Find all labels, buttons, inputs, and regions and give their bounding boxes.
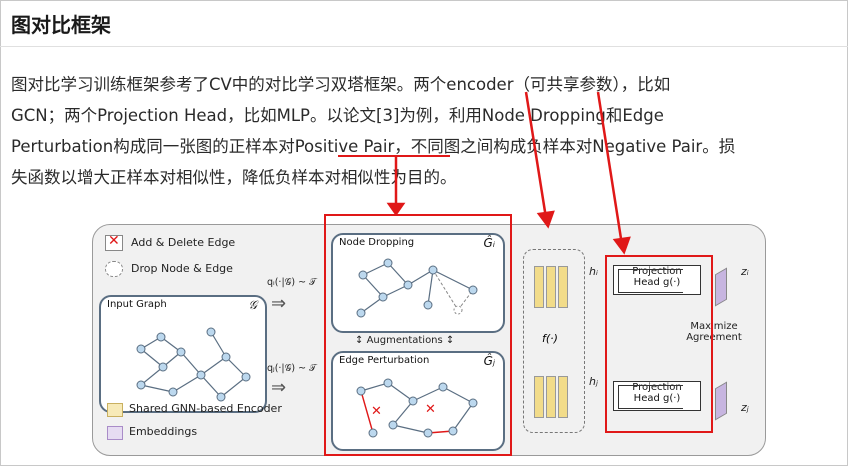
legend-embeddings: Embeddings [129,425,198,438]
input-graph-label: Input Graph [107,299,167,310]
positive-pair-underline [338,155,450,157]
encoder-label: f(·) [542,332,558,345]
embedding-zj [715,381,727,421]
arrow-right-icon: ⇒ [271,377,287,398]
encoder-layer [546,266,556,308]
edge-perturbation-label: Edge Perturbation [339,355,430,366]
arrow-right-icon: ⇒ [271,293,287,314]
hi-label: hᵢ [589,265,598,278]
zj-label: zⱼ [741,401,749,414]
augmentation-highlight [324,214,512,456]
paragraph-line-3: Perturbation构成同一张图的正样本对Positive Pair，不同图… [11,137,736,156]
svg-text:✕: ✕ [371,404,382,419]
legend-shared-encoder: Shared GNN-based Encoder [129,402,282,415]
embedding-zi [715,267,727,307]
embeddings-legend-swatch [107,426,123,440]
paragraph-line-2: GCN；两个Projection Head，比如MLP。以论文[3]为例，利用N… [11,106,664,125]
legend-add-delete-edge: Add & Delete Edge [131,236,236,249]
paragraph-line-4: 失函数以增大正样本对相似性，降低负样本对相似性为目的。 [11,168,457,187]
zi-label: zᵢ [741,265,749,278]
projection-head-highlight [605,255,713,433]
node-dropping-symbol: Ĝᵢ [483,236,495,250]
title-divider [0,46,848,47]
input-graph-symbol: 𝒢 [248,298,257,312]
encoder-layer [534,266,544,308]
input-graph-box: Input Graph 𝒢 [99,295,267,413]
red-cross-icon: ✕ [108,233,120,249]
add-edge-legend-swatch: ✕ [105,233,123,251]
node-dropping-box: Node Dropping Ĝᵢ [331,233,505,333]
node-dropping-label: Node Dropping [339,237,415,248]
hj-label: hⱼ [589,375,598,388]
section-title: 图对比框架 [11,13,111,37]
encoder-layer [558,266,568,308]
augmentations-label: ↕ Augmentations ↕ [355,335,455,346]
edge-perturbation-symbol: Ĝⱼ [483,354,495,368]
qj-sampling-label: qⱼ(·|𝒢) ~ 𝒯 [267,363,317,374]
legend-drop-node-edge: Drop Node & Edge [131,262,233,275]
encoder-layer [534,376,544,418]
svg-text:✕: ✕ [425,402,436,417]
input-graph-svg [136,327,251,402]
shared-encoder-region: f(·) [523,249,585,433]
edge-perturbation-graph-svg: ✕ ✕ [356,378,478,438]
encoder-layer [558,376,568,418]
paragraph-line-1: 图对比学习训练框架参考了CV中的对比学习双塔框架。两个encoder（可共享参数… [11,75,671,94]
node-dropping-graph-svg [356,258,478,318]
qi-sampling-label: qᵢ(·|𝒢) ~ 𝒯 [267,277,317,288]
edge-perturbation-box: Edge Perturbation Ĝⱼ ✕ ✕ [331,351,505,451]
drop-node-legend-swatch [105,261,123,277]
encoder-legend-swatch [107,403,123,417]
encoder-layer [546,376,556,418]
